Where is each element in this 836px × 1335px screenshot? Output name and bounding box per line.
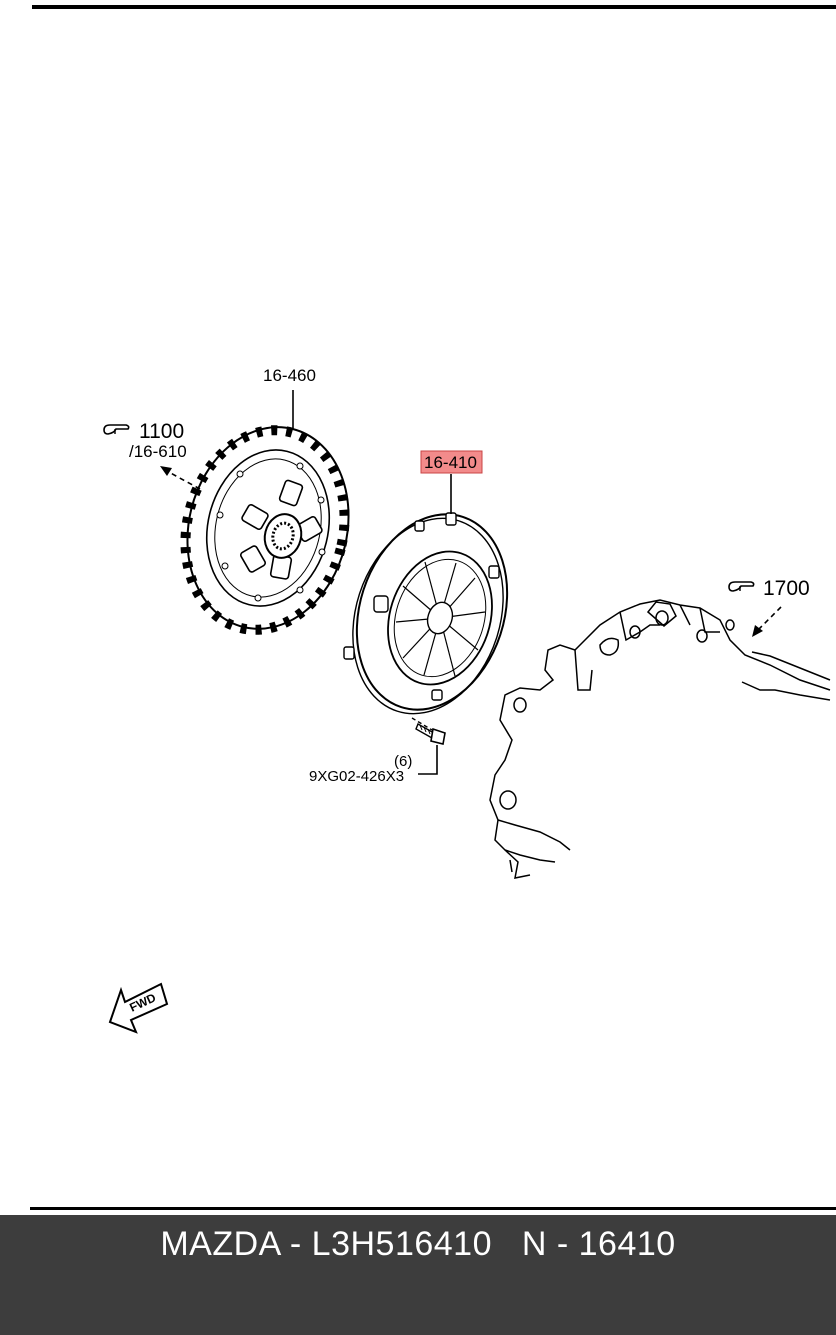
transmission-housing xyxy=(489,599,831,879)
arrow-head-icon-1700 xyxy=(752,625,763,637)
arrow-head-icon xyxy=(160,466,172,476)
reference-hand-icon xyxy=(103,424,130,435)
label-ref-1100: 1100 xyxy=(139,420,184,443)
label-ref-16-610: /16-610 xyxy=(129,442,187,461)
footer-separator-2: - xyxy=(546,1225,579,1263)
footer-separator: - xyxy=(279,1225,312,1263)
leader-line-bolt xyxy=(418,745,438,775)
label-bolt-part: 9XG02-426X3 xyxy=(309,768,404,785)
clutch-cover xyxy=(343,512,509,715)
bottom-border-line xyxy=(30,1207,836,1210)
fwd-arrow-icon: FWD xyxy=(108,982,169,1034)
footer-bar: MAZDA - L3H516410 N - 16410 xyxy=(0,1215,836,1335)
bolt xyxy=(411,717,446,745)
footer-n-label: N xyxy=(521,1225,547,1263)
top-border-line xyxy=(32,5,836,9)
footer-brand: MAZDA xyxy=(160,1225,280,1263)
dashed-leader-1700 xyxy=(757,606,782,631)
label-16-410: 16-410 xyxy=(424,453,477,472)
highlight-box xyxy=(420,450,483,474)
exploded-parts-diagram: 16-460 1100 /16-610 16-410 xyxy=(103,366,831,1034)
label-16-460: 16-460 xyxy=(263,366,316,385)
footer-part-number: L3H516410 xyxy=(311,1225,492,1263)
footer-gap xyxy=(492,1225,522,1263)
label-bolt-qty: (6) xyxy=(394,753,412,770)
clutch-disc xyxy=(180,425,350,635)
reference-hand-icon-1700 xyxy=(728,581,755,592)
footer-n-value: 16410 xyxy=(578,1225,676,1263)
dashed-leader-1100 xyxy=(164,469,201,490)
footer-part-info: MAZDA - L3H516410 N - 16410 xyxy=(0,1225,836,1264)
label-ref-1700: 1700 xyxy=(763,577,810,600)
